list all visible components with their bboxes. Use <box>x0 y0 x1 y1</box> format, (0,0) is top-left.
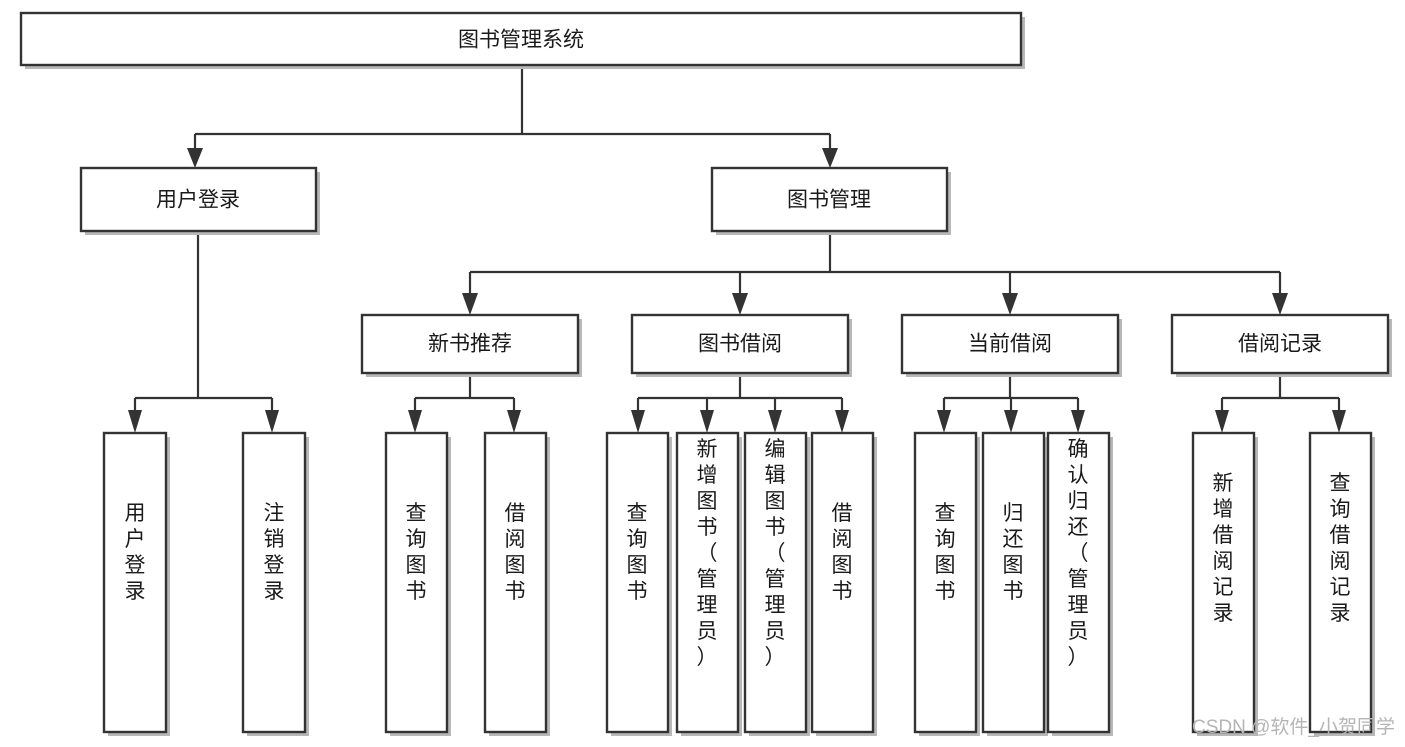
arrow-to-leaf-borrow-book-2 <box>835 410 849 433</box>
csdn-watermark: CSDN @软件_小贺同学 <box>1192 716 1395 738</box>
node-leaf-add-record[interactable]: 新增借阅记录 <box>1191 431 1258 736</box>
node-leaf-user-login[interactable]: 用户登录 <box>102 431 170 736</box>
connector-group-root-to-level1 <box>187 67 838 168</box>
node-new-book-rec-box <box>360 313 580 375</box>
arrow-to-leaf-edit-book <box>768 410 782 433</box>
node-leaf-borrow-book-1-box <box>483 431 548 734</box>
arrow-to-leaf-add-record <box>1215 410 1229 433</box>
node-leaf-query-book-3-label: 查询图书 <box>935 502 956 603</box>
node-leaf-edit-book[interactable]: 编辑图书（管理员） <box>743 431 810 736</box>
node-leaf-query-record-box <box>1308 431 1373 734</box>
node-leaf-query-book-2[interactable]: 查询图书 <box>605 431 672 736</box>
node-leaf-borrow-book-2[interactable]: 借阅图书 <box>810 431 877 736</box>
node-leaf-add-book[interactable]: 新增图书（管理员） <box>675 431 742 736</box>
node-new-book-rec[interactable]: 新书推荐 <box>360 313 582 377</box>
node-leaf-return-book-box <box>981 431 1046 734</box>
node-leaf-add-book-label: 新增图书（管理员） <box>697 438 718 669</box>
arrow-to-new-book-rec <box>462 293 478 315</box>
node-leaf-query-book-1-box <box>384 431 449 734</box>
connector-group-new-book-rec-to-leaves <box>408 375 521 433</box>
arrow-to-user-login <box>187 148 203 168</box>
node-leaf-query-book-2-box <box>605 431 670 734</box>
node-root-label: 图书管理系统 <box>458 29 584 52</box>
node-leaf-borrow-book-2-box <box>810 431 875 734</box>
arrow-to-current-borrow <box>1002 293 1018 315</box>
node-leaf-borrow-book-2-label: 借阅图书 <box>832 502 853 603</box>
node-leaf-confirm-return[interactable]: 确认归还（管理员） <box>1046 431 1113 736</box>
arrow-to-leaf-user-logout <box>265 410 279 433</box>
node-leaf-user-logout[interactable]: 注销登录 <box>241 431 309 736</box>
node-leaf-query-book-3[interactable]: 查询图书 <box>913 431 980 736</box>
arrow-to-leaf-query-book-2 <box>631 410 645 433</box>
node-leaf-confirm-return-label: 确认归还（管理员） <box>1068 438 1089 669</box>
node-leaf-query-book-1[interactable]: 查询图书 <box>384 431 451 736</box>
arrow-to-leaf-borrow-book-1 <box>507 410 521 433</box>
node-book-borrow-box <box>630 313 850 375</box>
node-leaf-edit-book-label: 编辑图书（管理员） <box>765 438 786 669</box>
node-leaf-user-login-label: 用户登录 <box>125 502 146 603</box>
arrow-to-book-borrow <box>732 293 748 315</box>
node-user-login[interactable]: 用户登录 <box>79 166 320 235</box>
node-leaf-query-book-3-box <box>913 431 978 734</box>
node-book-manage-box <box>710 166 949 233</box>
connector-group-book-borrow-to-leaves <box>631 375 849 433</box>
node-leaf-add-book-box <box>675 431 740 734</box>
node-root[interactable]: 图书管理系统 <box>19 11 1025 69</box>
node-user-login-box <box>79 166 318 233</box>
node-new-book-rec-label: 新书推荐 <box>428 333 512 356</box>
node-leaf-user-logout-box <box>241 431 307 734</box>
node-leaf-user-login-box <box>102 431 168 734</box>
node-leaf-borrow-book-1[interactable]: 借阅图书 <box>483 431 550 736</box>
arrow-to-leaf-query-book-1 <box>408 410 422 433</box>
arrow-to-borrow-record <box>1272 293 1288 315</box>
node-leaf-confirm-return-box <box>1046 431 1111 734</box>
node-leaf-query-record-label: 查询借阅记录 <box>1330 472 1351 625</box>
arrow-to-leaf-query-record <box>1332 410 1346 433</box>
node-leaf-add-record-box <box>1191 431 1256 734</box>
node-leaf-return-book[interactable]: 归还图书 <box>981 431 1048 736</box>
arrow-to-leaf-query-book-3 <box>937 410 951 433</box>
node-book-manage[interactable]: 图书管理 <box>710 166 951 235</box>
connector-group-user-login-to-leaves <box>128 233 279 433</box>
node-borrow-record[interactable]: 借阅记录 <box>1170 313 1392 377</box>
node-borrow-record-box <box>1170 313 1390 375</box>
arrow-to-leaf-confirm-return <box>1071 410 1085 433</box>
node-leaf-borrow-book-1-label: 借阅图书 <box>505 502 526 603</box>
node-book-manage-label: 图书管理 <box>787 189 871 212</box>
arrow-to-leaf-return-book <box>1004 410 1018 433</box>
node-leaf-query-record[interactable]: 查询借阅记录 <box>1308 431 1375 736</box>
node-current-borrow[interactable]: 当前借阅 <box>900 313 1122 377</box>
arrow-to-leaf-add-book <box>700 410 714 433</box>
node-current-borrow-label: 当前借阅 <box>968 333 1052 356</box>
node-current-borrow-box <box>900 313 1120 375</box>
connector-group-borrow-record-to-leaves <box>1215 375 1346 433</box>
arrow-to-book-manage <box>822 148 838 168</box>
node-leaf-user-logout-label: 注销登录 <box>264 502 285 603</box>
node-book-borrow-label: 图书借阅 <box>698 333 782 356</box>
node-leaf-return-book-label: 归还图书 <box>1003 502 1024 603</box>
connector-group-current-borrow-to-leaves <box>937 375 1085 433</box>
node-leaf-add-record-label: 新增借阅记录 <box>1213 472 1234 625</box>
node-book-borrow[interactable]: 图书借阅 <box>630 313 852 377</box>
node-root-box <box>19 11 1023 67</box>
node-user-login-label: 用户登录 <box>156 189 240 212</box>
connector-group-book-manage-to-level2 <box>462 233 1288 315</box>
arrow-to-leaf-user-login <box>128 410 142 433</box>
node-leaf-edit-book-box <box>743 431 808 734</box>
node-borrow-record-label: 借阅记录 <box>1238 333 1322 356</box>
node-leaf-query-book-2-label: 查询图书 <box>627 502 648 603</box>
node-leaf-query-book-1-label: 查询图书 <box>406 502 427 603</box>
